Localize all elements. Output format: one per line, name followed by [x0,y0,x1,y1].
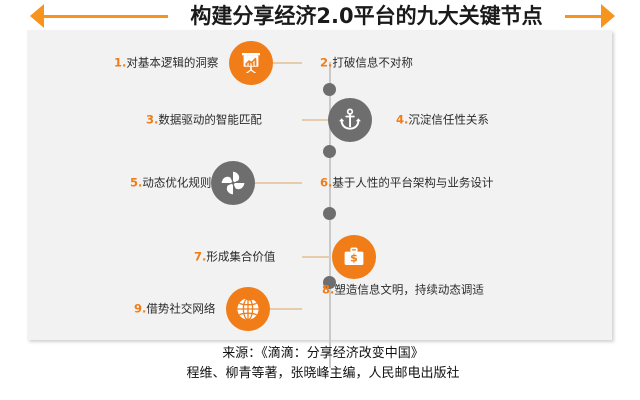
node-label-3: 3.数据驱动的智能匹配 [146,114,262,126]
node-connector-5 [255,182,302,184]
node-text-2: 打破信息不对称 [332,55,413,70]
node-number-1: 1. [114,55,127,70]
node-label-6: 6.基于人性的平台架构与业务设计 [320,177,493,189]
node-label-5: 5.动态优化规则 [130,177,211,189]
node-text-5: 动态优化规则 [142,175,212,190]
spine-dot [323,276,336,289]
anchor-icon [328,98,372,142]
caption-line-2: 程维、柳青等著，张晓峰主编，人民邮电出版社 [186,365,460,381]
node-text-6: 基于人性的平台架构与业务设计 [332,175,494,190]
svg-text:$: $ [350,252,358,265]
node-number-6: 6. [320,175,333,190]
spine-dot [323,207,336,220]
title-rule-left [44,14,168,18]
node-label-4: 4.沉淀信任性关系 [396,114,489,126]
node-text-3: 数据驱动的智能匹配 [158,112,262,127]
spine-dot [323,145,336,158]
caption-line-1: 来源：《滴滴：分享经济改变中国》 [222,346,424,361]
node-connector-1 [273,62,302,64]
page-title: 构建分享经济2.0平台的九大关键节点 [190,3,543,28]
node-number-9: 9. [134,301,147,316]
node-text-1: 对基本逻辑的洞察 [126,55,219,70]
title-bar: 构建分享经济2.0平台的九大关键节点 [0,0,640,32]
title-rule-right [565,14,601,18]
triangle-right-icon [601,4,615,28]
node-connector-7 [302,256,330,258]
node-label-1: 1.对基本逻辑的洞察 [114,57,218,69]
node-text-7: 形成集合价值 [206,249,276,264]
pinwheel-icon [211,161,255,205]
node-row-5: 9.借势社交网络 [0,286,640,332]
globe-icon [226,287,270,331]
node-row-4: 7.形成集合价值 $ 8.塑造信息文明，持续动态调适 [0,234,640,295]
node-number-7: 7. [194,249,207,264]
triangle-left-icon [30,4,44,28]
node-number-4: 4. [396,112,409,127]
node-number-5: 5. [130,175,143,190]
node-label-2: 2.打破信息不对称 [320,57,413,69]
node-label-9: 9.借势社交网络 [134,303,215,315]
diagram-panel [27,30,612,368]
node-row-2: 3.数据驱动的智能匹配 4.沉淀信任性关系 [0,97,640,143]
spine-dot [323,83,336,96]
node-number-8: 8. [322,282,335,297]
briefcase-dollar-icon: $ [332,235,376,279]
node-label-7: 7.形成集合价值 [194,251,275,263]
node-row-3: 5.动态优化规则 6.基于人性的平台架构与业务设计 [0,160,640,206]
source-caption: 来源：《滴滴：分享经济改变中国》 程维、柳青等著，张晓峰主编，人民邮电出版社 [0,344,640,383]
node-label-8: 8.塑造信息文明，持续动态调适 [322,284,484,296]
node-text-8: 塑造信息文明，持续动态调适 [334,282,484,297]
node-text-4: 沉淀信任性关系 [408,112,489,127]
node-text-9: 借势社交网络 [146,301,216,316]
presentation-chart-icon [229,41,273,85]
node-connector-9 [270,308,302,310]
node-number-3: 3. [146,112,159,127]
node-connector-3 [302,119,330,121]
node-number-2: 2. [320,55,333,70]
node-row-1: 1.对基本逻辑的洞察 2.打破信息不对称 [0,40,640,86]
